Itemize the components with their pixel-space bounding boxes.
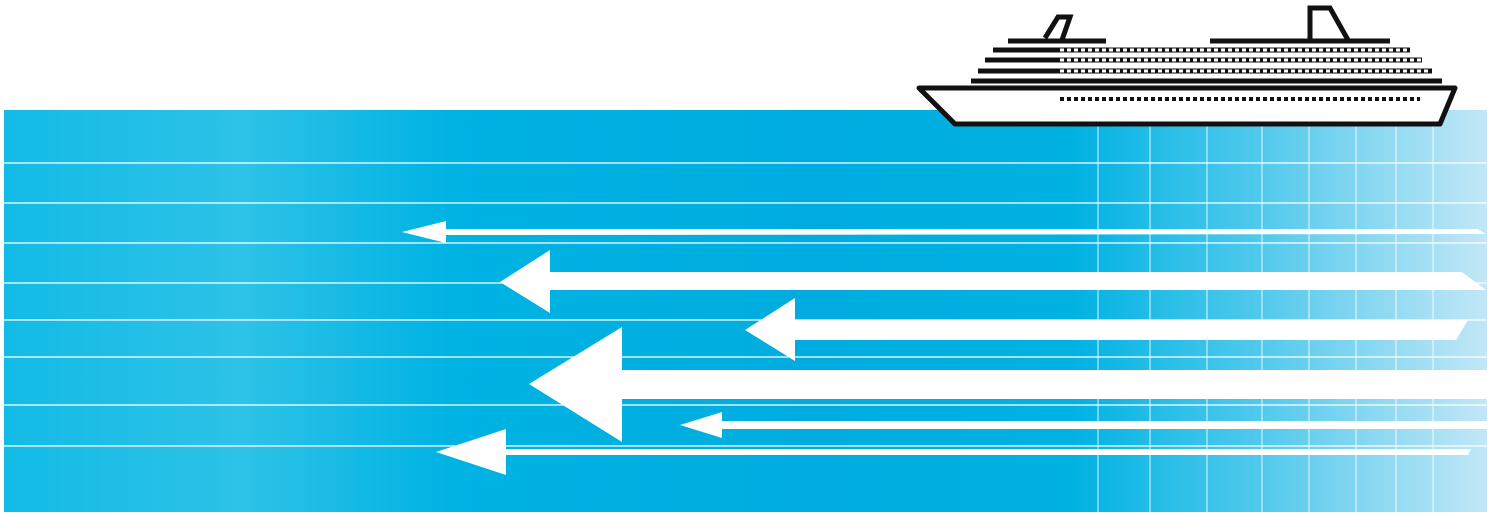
ship-hull: [916, 85, 1458, 127]
cruise-ship-icon: [916, 5, 1458, 127]
arrows: [402, 221, 1487, 475]
rear-funnel: [1307, 5, 1351, 42]
horizontal-lines: [4, 162, 1487, 447]
front-funnel: [1042, 14, 1074, 41]
ship-windows: [1060, 48, 1430, 73]
left-arrow-icon: [436, 429, 1471, 475]
vertical-lines: [1097, 110, 1434, 512]
left-arrow-icon: [529, 327, 1487, 442]
left-arrow-icon: [402, 221, 1486, 243]
water-area: [4, 110, 1487, 512]
left-arrow-icon: [680, 412, 1487, 438]
left-arrow-icon: [745, 298, 1468, 361]
left-arrow-icon: [500, 250, 1486, 313]
